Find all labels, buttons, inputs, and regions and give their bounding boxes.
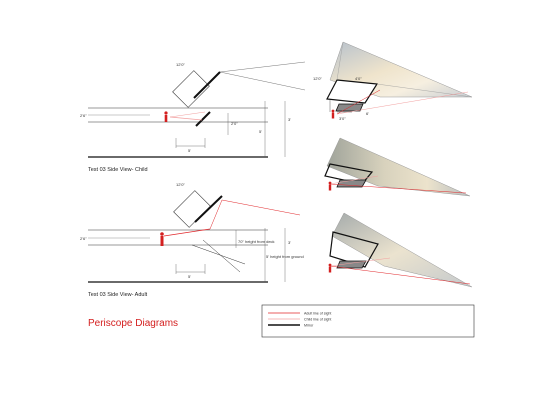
adult-sight-line (163, 228, 211, 237)
dim-child-top: 12'0" (176, 62, 185, 67)
child-caption: Test 03 Side View- Child (88, 167, 148, 173)
child-sight-line (169, 116, 203, 121)
adult-side-view: 12'0" 2'6" 70" height from deck 3' 5' he… (80, 182, 304, 298)
adult-caption: Test 03 Side View- Adult (88, 292, 148, 298)
dim-child-right-b: 5' (259, 129, 262, 134)
perspective-top-mirror (326, 79, 379, 104)
dim-adult-right-a: 3' (288, 240, 291, 245)
legend: Adult line of sight Child line of sight … (261, 304, 475, 338)
child-figure (164, 111, 168, 122)
diagram-title: Periscope Diagrams (88, 318, 178, 329)
dim-top-b: 4'0" (355, 76, 362, 81)
legend-child-label: Child line of sight (304, 318, 331, 322)
perspective-top: 12'0" 4'0" 3'0" 6' (313, 41, 473, 121)
adult-periscope-body (173, 190, 211, 228)
dim-adult-left: 2'6" (80, 236, 87, 241)
dim-child-bottom: 5' (188, 148, 191, 153)
dim-adult-bottom: 5' (188, 274, 191, 279)
perspective-middle-figure (328, 181, 332, 191)
dim-top-c: 3'0" (339, 116, 346, 121)
legend-adult-label: Adult line of sight (304, 312, 331, 316)
dim-adult-top: 12'0" (176, 182, 185, 187)
perspective-bottom (328, 212, 473, 288)
child-upper-mirror (193, 71, 221, 99)
legend-mirror-label: Mirror (304, 324, 314, 328)
child-side-view: 12'0" 2'6" 2'0" 3' 5' 5' Test 03 Side Vi… (80, 61, 306, 173)
dim-top-a: 12'0" (313, 76, 322, 81)
perspective-top-figure (331, 109, 335, 119)
child-periscope-body (172, 70, 210, 108)
dim-child-left: 2'6" (80, 113, 87, 118)
dim-adult-deck: 70" height from deck (238, 239, 275, 244)
dim-top-d: 6' (366, 111, 369, 116)
adult-upper-mirror (194, 195, 223, 223)
dim-child-right-a: 3' (288, 117, 291, 122)
dim-adult-ground: 5' height from ground (266, 254, 304, 259)
perspective-bottom-mirror (329, 231, 379, 268)
dim-child-gap: 2'0" (231, 121, 238, 126)
child-lower-mirror (195, 111, 211, 127)
adult-figure (160, 232, 164, 246)
perspective-middle (324, 137, 471, 197)
perspective-bottom-figure (328, 263, 332, 273)
